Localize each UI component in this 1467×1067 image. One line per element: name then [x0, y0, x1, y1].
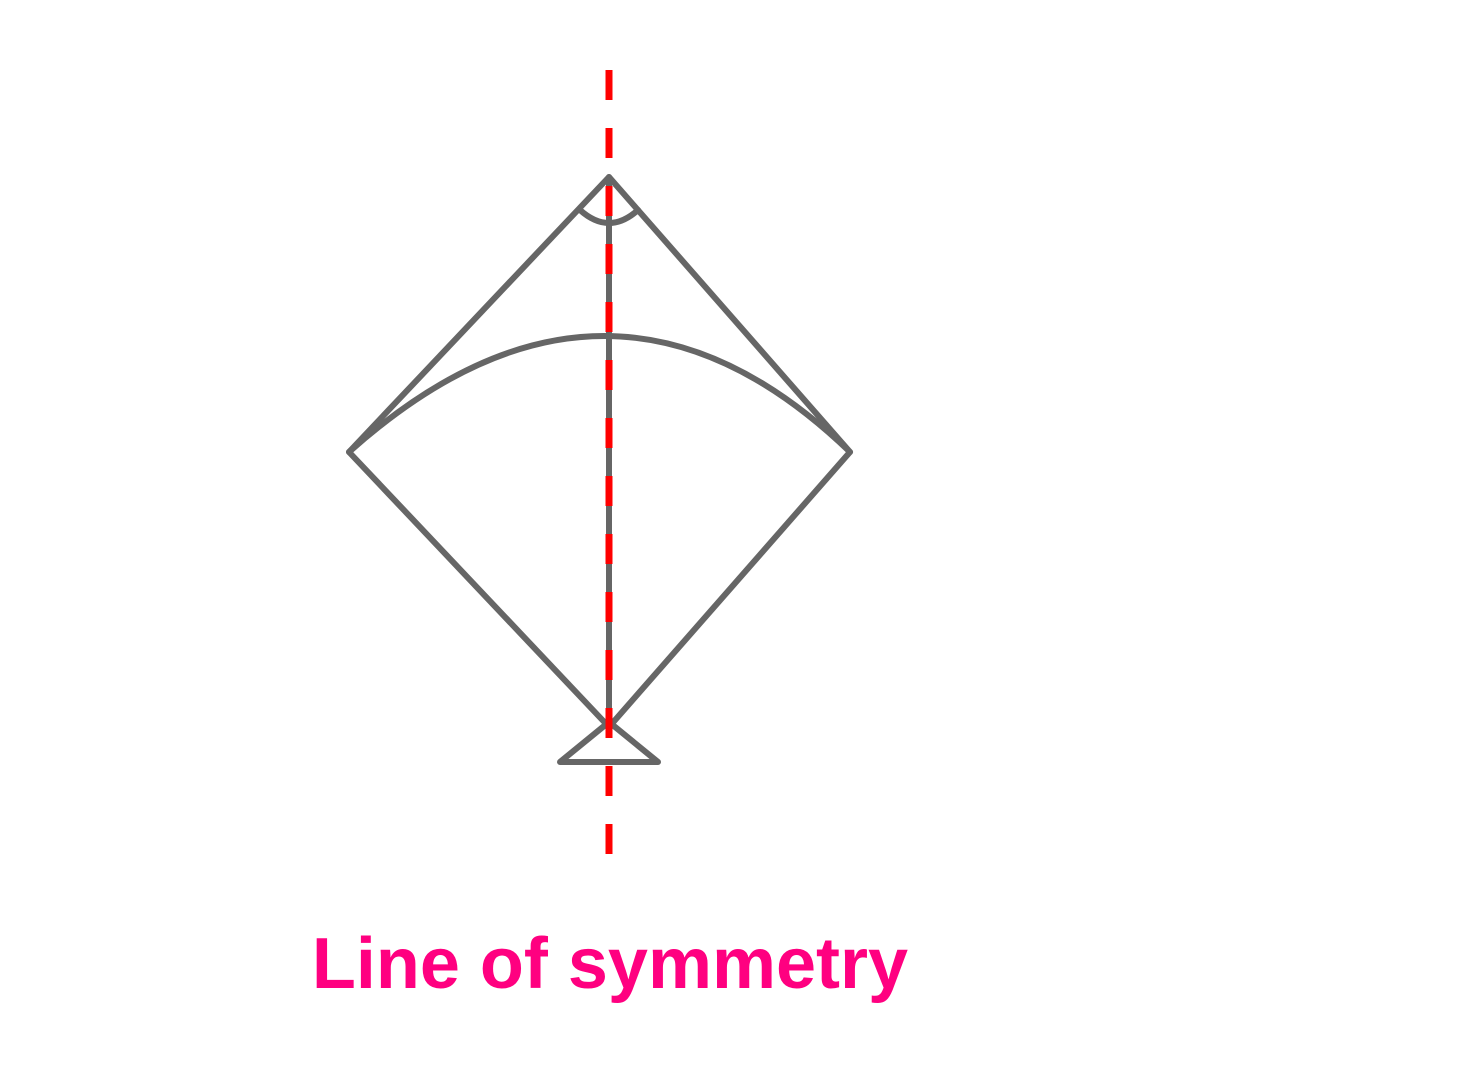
top-angle-arc — [577, 207, 641, 226]
line-of-symmetry-caption: Line of symmetry — [311, 924, 909, 1004]
kite — [346, 174, 853, 765]
kite-outline — [346, 174, 853, 730]
kite-tail-triangle — [557, 719, 661, 765]
kite-bow-spar — [346, 333, 853, 455]
